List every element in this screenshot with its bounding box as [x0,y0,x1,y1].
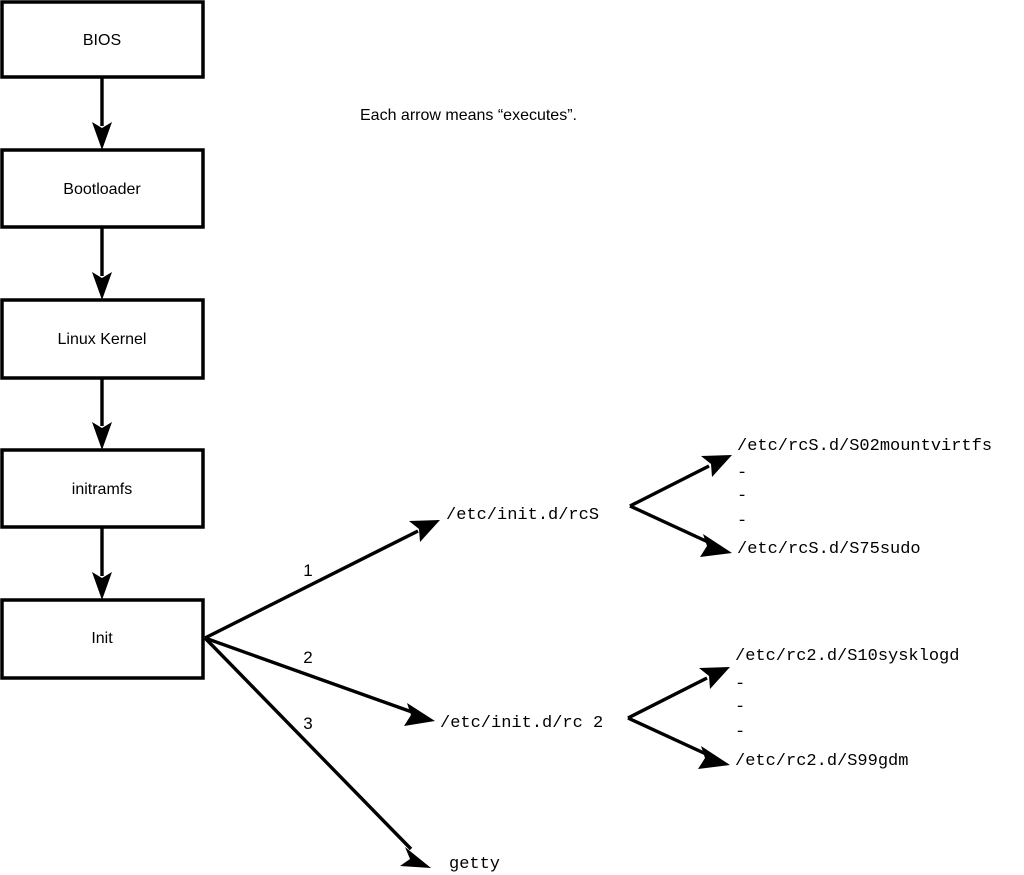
rcs-ellipsis-dash-2: - [737,487,747,506]
node-linux-kernel[interactable]: Linux Kernel [0,298,205,380]
node-bios-rect [0,0,205,79]
node-bootloader-rect [0,148,205,229]
rcs-edge-last [629,504,732,557]
rc2-ellipsis-dash-2: - [735,698,745,717]
node-init-label: Init [91,630,113,647]
legend-note: Each arrow means “executes”. [360,107,577,124]
chain-edge-bios-to-bootloader [92,77,112,150]
node-bios[interactable]: BIOS [0,0,205,79]
init-edge-3 [203,636,431,868]
init-branch-1-target-label: /etc/init.d/rcS [446,506,599,525]
node-bootloader[interactable]: Bootloader [0,148,205,229]
init-branch-3-target-label: getty [449,855,500,874]
rcs-ellipsis-dash-3: - [737,512,747,531]
init-edge-2 [204,636,435,726]
node-initramfs-rect [0,448,205,529]
chain-edge-kernel-to-initramfs [92,378,112,450]
rcs-ellipsis-dash-1: - [737,464,747,483]
rcs-script-last-label: /etc/rcS.d/S75sudo [737,540,921,559]
node-linux-kernel-label: Linux Kernel [58,331,147,348]
rcs-script-first-label: /etc/rcS.d/S02mountvirtfs [737,437,992,456]
rc2-script-last-label: /etc/rc2.d/S99gdm [735,752,908,771]
chain-edge-initramfs-to-init [92,527,112,600]
node-init-rect [0,598,205,680]
node-bootloader-label: Bootloader [63,181,141,198]
rc2-edge-first [627,667,730,720]
init-edge-1-number: 1 [303,561,312,580]
node-bios-label: BIOS [83,32,121,49]
rc2-edge-last [627,716,730,769]
rc2-script-first-label: /etc/rc2.d/S10sysklogd [735,647,959,666]
rc2-ellipsis-dash-1: - [735,675,745,694]
node-init[interactable]: Init [0,598,205,680]
init-edge-2-number: 2 [303,648,312,667]
node-initramfs-label: initramfs [72,481,132,498]
init-branch-2-target-label: /etc/init.d/rc 2 [440,714,603,733]
rc2-ellipsis-dash-3: - [735,723,745,742]
rcs-edge-first [629,455,732,508]
init-edge-3-number: 3 [303,714,312,733]
chain-edge-bootloader-to-kernel [92,227,112,300]
node-initramfs[interactable]: initramfs [0,448,205,529]
node-linux-kernel-rect [0,298,205,380]
init-edge-1 [204,520,440,640]
